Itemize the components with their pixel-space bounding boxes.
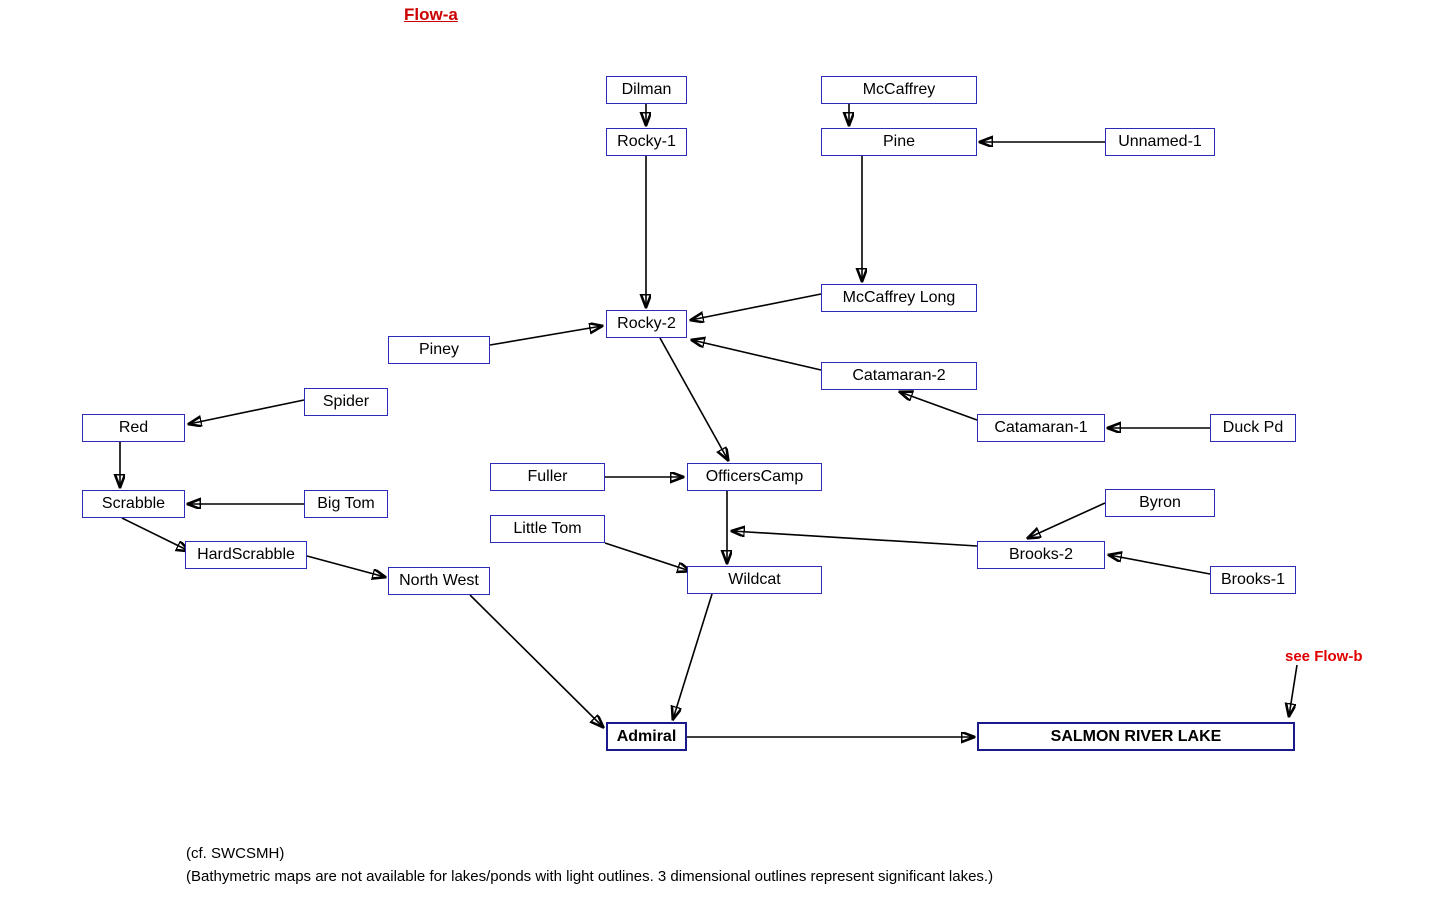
node-scrabble[interactable]: Scrabble (82, 490, 185, 518)
edge-northwest-to-admiral (469, 594, 603, 727)
edge-see-flow-b-to-salmonriver (1289, 664, 1298, 716)
node-label: Big Tom (317, 495, 375, 512)
node-officerscamp[interactable]: OfficersCamp (687, 463, 822, 491)
node-wildcat[interactable]: Wildcat (687, 566, 822, 594)
edge-scrabble-to-hardscrabble (121, 517, 189, 551)
node-mccaffrey[interactable]: McCaffrey (821, 76, 977, 104)
node-label: Admiral (616, 727, 677, 745)
edge-group (120, 104, 1298, 737)
node-catamaran1[interactable]: Catamaran-1 (977, 414, 1105, 442)
edge-catamaran2-to-rocky2 (692, 340, 822, 371)
node-mccaffreylong[interactable]: McCaffrey Long (821, 284, 977, 312)
node-label: Dilman (621, 81, 672, 98)
node-red[interactable]: Red (82, 414, 185, 442)
node-pine[interactable]: Pine (821, 128, 977, 156)
node-label: Rocky-2 (617, 315, 676, 332)
node-label: Rocky-1 (617, 133, 676, 150)
node-label: McCaffrey (862, 81, 936, 98)
edge-piney-to-rocky2 (489, 326, 602, 346)
node-duckpd[interactable]: Duck Pd (1210, 414, 1296, 442)
node-rocky1[interactable]: Rocky-1 (606, 128, 687, 156)
node-fuller[interactable]: Fuller (490, 463, 605, 491)
edge-spider-to-red (189, 399, 305, 424)
node-hardscrabble[interactable]: HardScrabble (185, 541, 307, 569)
node-label: Brooks-2 (1008, 546, 1074, 563)
node-label: McCaffrey Long (842, 289, 956, 306)
node-label: Byron (1139, 494, 1181, 511)
edge-byron-to-brooks2 (1028, 502, 1106, 538)
node-label: Fuller (527, 468, 568, 485)
node-dilman[interactable]: Dilman (606, 76, 687, 104)
edge-brooks1-to-brooks2 (1109, 555, 1211, 575)
node-label: Piney (418, 341, 460, 358)
footnote-1: (cf. SWCSMH) (186, 845, 285, 862)
edge-brooks2-to-wildcat (732, 531, 978, 547)
node-label: Wildcat (728, 571, 781, 588)
node-label: North West (399, 572, 479, 589)
node-byron[interactable]: Byron (1105, 489, 1215, 517)
page-title: Flow-a (404, 5, 458, 24)
node-admiral[interactable]: Admiral (606, 722, 687, 751)
node-unnamed1[interactable]: Unnamed-1 (1105, 128, 1215, 156)
node-label: Red (118, 419, 149, 436)
node-label: Scrabble (101, 495, 166, 512)
node-littletom[interactable]: Little Tom (490, 515, 605, 543)
node-bigtom[interactable]: Big Tom (304, 490, 388, 518)
see-flow-b-label[interactable]: see Flow-b (1285, 648, 1363, 665)
node-brooks1[interactable]: Brooks-1 (1210, 566, 1296, 594)
node-label: Spider (322, 393, 370, 410)
edge-wildcat-to-admiral (673, 593, 713, 719)
footnote-2: (Bathymetric maps are not available for … (186, 868, 994, 885)
node-brooks2[interactable]: Brooks-2 (977, 541, 1105, 569)
node-northwest[interactable]: North West (388, 567, 490, 595)
node-piney[interactable]: Piney (388, 336, 490, 364)
edge-rocky2-to-officerscamp (659, 337, 728, 460)
edge-hardscrabble-to-northwest (306, 555, 385, 577)
node-label: Duck Pd (1222, 419, 1284, 436)
node-salmonriver[interactable]: SALMON RIVER LAKE (977, 722, 1295, 751)
edge-littletom-to-wildcat (604, 542, 690, 571)
node-label: Pine (882, 133, 916, 150)
node-label: OfficersCamp (705, 468, 804, 485)
node-label: Brooks-1 (1220, 571, 1286, 588)
node-catamaran2[interactable]: Catamaran-2 (821, 362, 977, 390)
node-spider[interactable]: Spider (304, 388, 388, 416)
node-label: HardScrabble (197, 546, 295, 563)
node-label: SALMON RIVER LAKE (1050, 727, 1222, 745)
node-label: Catamaran-2 (852, 367, 946, 384)
node-label: Unnamed-1 (1118, 133, 1202, 150)
node-label: Little Tom (513, 520, 582, 537)
node-label: Catamaran-1 (994, 419, 1088, 436)
edge-mccaffreylong-to-rocky2 (691, 293, 822, 320)
node-rocky2[interactable]: Rocky-2 (606, 310, 687, 338)
edge-catamaran1-to-catamaran2 (900, 392, 978, 421)
